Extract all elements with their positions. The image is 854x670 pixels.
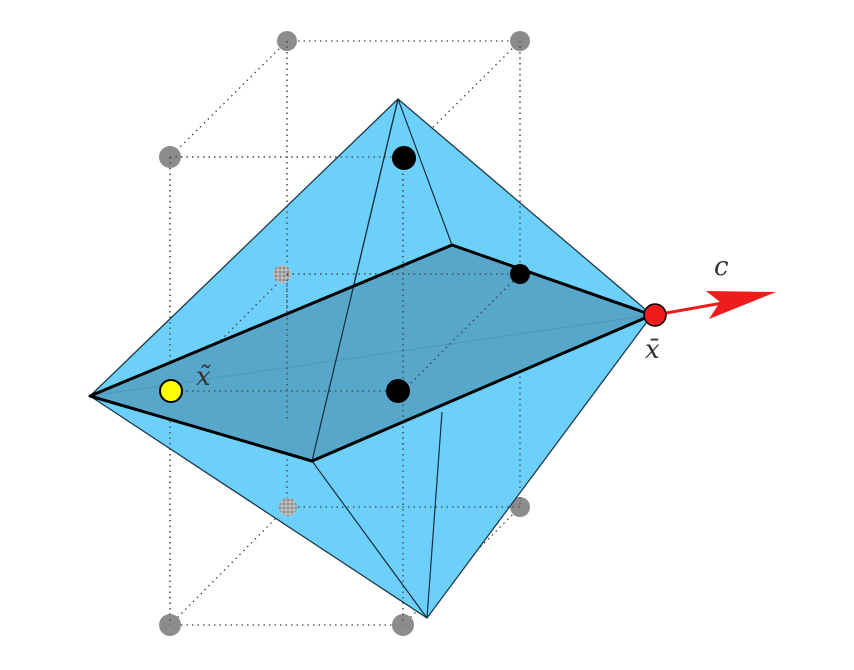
polytope-edge [311,98,399,462]
x-bar-label: x̄ [645,335,660,365]
hidden-lattice-point [273,265,291,283]
direction-label: c [714,252,729,282]
direction-arrow [654,291,776,319]
cube-edge [169,506,288,626]
arrow-shaft [654,300,729,317]
polytope-edge [426,411,443,619]
polytope-edge [311,460,428,619]
polytope-edge [397,98,453,246]
cube-edge [169,40,288,158]
interior-points [386,146,530,403]
x-tilde-label: x̃ [196,362,211,392]
lattice-point [510,497,530,517]
interior-point [510,264,530,284]
red-arrow-icon [706,291,776,319]
lattice-points-hidden [273,265,297,516]
cross-section-face [90,245,652,461]
x-tilde-point [159,379,183,403]
x-bar-point [643,303,667,327]
interior-point [386,379,410,403]
interior-point [392,146,416,170]
cube-edge [402,273,521,392]
hidden-lattice-point [279,498,297,516]
